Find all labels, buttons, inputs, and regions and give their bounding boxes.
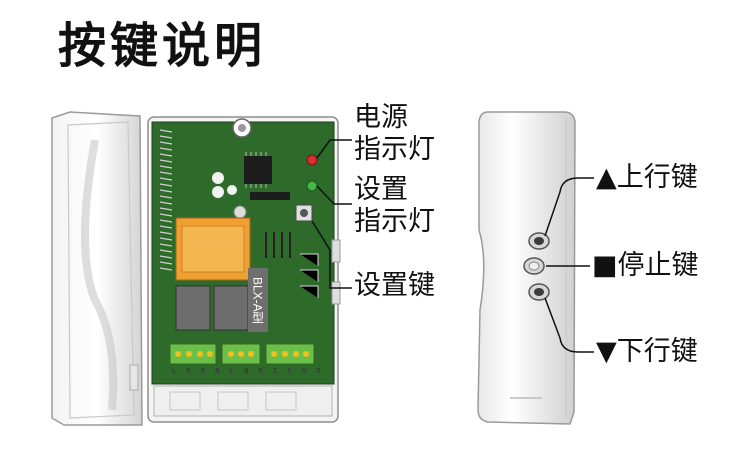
down-button[interactable] [528, 283, 550, 301]
set-led-label-line1: 设置 [354, 174, 408, 205]
model-label: BLX-A型 [248, 268, 268, 332]
set-key-label: 设置键 [354, 270, 435, 301]
leader-lines [311, 139, 594, 353]
up-button[interactable] [528, 232, 550, 250]
power-led-label-line1: 电源 [354, 102, 408, 133]
down-key-label: ▼下行键 [596, 336, 698, 367]
up-key-label: ▲上行键 [596, 162, 698, 193]
power-led-label-line2: 指示灯 [354, 134, 435, 165]
base-with-pcb [147, 116, 341, 423]
front-cover [51, 111, 143, 426]
set-led-label-line2: 指示灯 [354, 206, 435, 237]
terminal-labels: L R E N L N E I S G D [172, 367, 324, 375]
page-title: 按键说明 [58, 18, 267, 74]
stop-button[interactable] [523, 257, 545, 275]
set-led-label: 设置 指示灯 [354, 174, 435, 238]
stop-key-label: ■停止键 [592, 250, 699, 281]
power-led-label: 电源 指示灯 [354, 102, 435, 166]
